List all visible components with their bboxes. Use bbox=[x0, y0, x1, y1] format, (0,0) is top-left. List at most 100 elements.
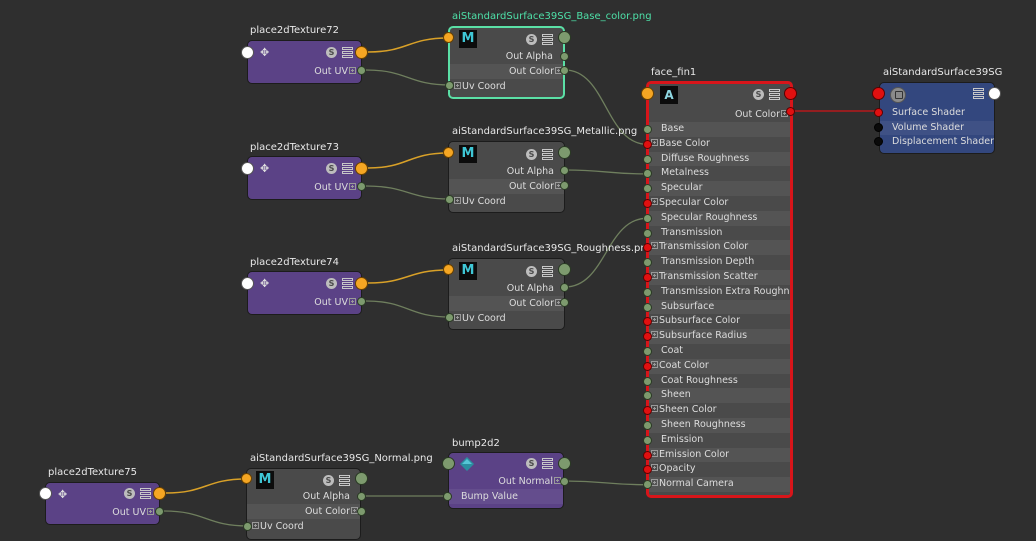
swatch-icon[interactable]: S bbox=[323, 475, 334, 486]
attribute-row[interactable]: Surface Shader bbox=[880, 106, 994, 121]
out-color-port[interactable] bbox=[786, 107, 795, 116]
out-uv-port[interactable] bbox=[155, 507, 164, 516]
expand-icon[interactable] bbox=[651, 316, 658, 324]
attribute-input-port[interactable] bbox=[643, 154, 652, 164]
wire-uv74[interactable] bbox=[365, 300, 451, 318]
swatch-icon[interactable]: S bbox=[326, 163, 337, 174]
attribute-input-port[interactable] bbox=[643, 361, 652, 371]
attribute-input-port[interactable] bbox=[643, 480, 652, 490]
input-port[interactable] bbox=[241, 473, 252, 484]
attribute-row[interactable]: Transmission Scatter bbox=[649, 269, 790, 285]
expand-icon[interactable] bbox=[651, 405, 658, 413]
output-port[interactable] bbox=[355, 46, 368, 59]
node-place2dtexture72[interactable]: ✥ S Out UV bbox=[247, 40, 362, 84]
swatch-icon[interactable]: S bbox=[526, 34, 537, 45]
input-port[interactable] bbox=[39, 487, 52, 500]
attribute-row[interactable]: Opacity bbox=[649, 462, 790, 477]
attribute-row[interactable]: Subsurface Color bbox=[649, 314, 790, 329]
out-color-port[interactable] bbox=[560, 298, 569, 307]
out-uv-port[interactable] bbox=[357, 66, 366, 75]
input-port[interactable] bbox=[241, 277, 254, 290]
attribute-menu-icon[interactable] bbox=[342, 163, 353, 174]
attribute-input-port[interactable] bbox=[643, 450, 652, 460]
node-file-metallic[interactable]: M S Out Alpha Out Color Uv Coord bbox=[448, 141, 565, 213]
attribute-input-port[interactable] bbox=[643, 228, 652, 238]
out-alpha-port[interactable] bbox=[560, 166, 569, 175]
wire-place72-to-file[interactable] bbox=[367, 37, 449, 53]
input-port[interactable] bbox=[443, 264, 454, 275]
attribute-menu-icon[interactable] bbox=[342, 278, 353, 289]
wire-uv72[interactable] bbox=[365, 69, 451, 86]
attribute-input-port[interactable] bbox=[643, 406, 652, 416]
attribute-menu-icon[interactable] bbox=[140, 488, 151, 499]
swatch-icon[interactable]: S bbox=[526, 458, 537, 469]
attribute-input-port[interactable] bbox=[643, 139, 652, 149]
attribute-input-port[interactable] bbox=[643, 287, 652, 297]
attribute-input-port[interactable] bbox=[643, 302, 652, 312]
attribute-input-port[interactable] bbox=[643, 213, 652, 223]
attribute-menu-icon[interactable] bbox=[542, 34, 553, 45]
attribute-row[interactable]: Sheen Color bbox=[649, 403, 790, 418]
node-place2dtexture73[interactable]: ✥ S Out UV bbox=[247, 156, 362, 200]
expand-icon[interactable] bbox=[651, 464, 658, 472]
expand-icon[interactable] bbox=[349, 67, 356, 74]
output-port[interactable] bbox=[355, 162, 368, 175]
expand-icon[interactable] bbox=[651, 197, 658, 205]
input-port[interactable] bbox=[641, 87, 654, 100]
output-port[interactable] bbox=[558, 263, 571, 276]
attribute-row[interactable]: Volume Shader bbox=[880, 120, 994, 135]
swatch-icon[interactable]: S bbox=[753, 89, 764, 100]
attribute-input-port[interactable] bbox=[643, 169, 652, 179]
wire-uv75[interactable] bbox=[163, 510, 249, 527]
attribute-row[interactable]: Transmission Extra Roughness bbox=[649, 285, 790, 300]
attribute-row[interactable]: Specular Roughness bbox=[649, 210, 790, 226]
expand-icon[interactable] bbox=[454, 82, 461, 89]
attribute-input-port[interactable] bbox=[643, 435, 652, 445]
swatch-icon[interactable]: S bbox=[326, 278, 337, 289]
input-port[interactable] bbox=[241, 46, 254, 59]
wire-place73-to-file[interactable] bbox=[367, 152, 449, 169]
out-uv-port[interactable] bbox=[357, 182, 366, 191]
attribute-menu-icon[interactable] bbox=[342, 47, 353, 58]
attribute-row[interactable]: Emission bbox=[649, 433, 790, 448]
out-alpha-port[interactable] bbox=[560, 283, 569, 292]
input-port[interactable] bbox=[443, 32, 454, 43]
wire-uv73[interactable] bbox=[365, 185, 451, 200]
swatch-icon[interactable]: S bbox=[124, 488, 135, 499]
swatch-icon[interactable]: S bbox=[526, 149, 537, 160]
expand-icon[interactable] bbox=[349, 298, 356, 305]
attribute-row[interactable]: Coat Color bbox=[649, 358, 790, 374]
attribute-menu-icon[interactable] bbox=[542, 458, 553, 469]
attribute-menu-icon[interactable] bbox=[542, 266, 553, 277]
attribute-row[interactable]: Subsurface Radius bbox=[649, 329, 790, 344]
wire-place75-to-file[interactable] bbox=[165, 478, 247, 494]
swatch-icon[interactable]: S bbox=[326, 47, 337, 58]
wire-place74-to-file[interactable] bbox=[367, 269, 449, 284]
attribute-input-port[interactable] bbox=[874, 122, 883, 132]
expand-icon[interactable] bbox=[651, 449, 658, 457]
input-port[interactable] bbox=[443, 147, 454, 158]
expand-icon[interactable] bbox=[454, 314, 461, 321]
output-port[interactable] bbox=[558, 146, 571, 159]
attribute-row[interactable]: Specular bbox=[649, 181, 790, 196]
attribute-row[interactable]: Subsurface bbox=[649, 299, 790, 315]
attribute-input-port[interactable] bbox=[643, 273, 652, 282]
out-color-port[interactable] bbox=[357, 507, 366, 516]
output-port[interactable] bbox=[988, 87, 1001, 100]
attribute-row[interactable]: Base bbox=[649, 122, 790, 137]
node-bump2d2[interactable]: S Out Normal Bump Value bbox=[448, 452, 564, 509]
expand-icon[interactable] bbox=[651, 479, 658, 487]
output-port[interactable] bbox=[784, 87, 797, 100]
expand-icon[interactable] bbox=[252, 522, 259, 529]
wire-bump-to-normal-camera[interactable] bbox=[564, 480, 648, 486]
attribute-row[interactable]: Coat bbox=[649, 344, 790, 359]
attribute-menu-icon[interactable] bbox=[973, 88, 984, 99]
uv-coord-port[interactable] bbox=[445, 313, 454, 322]
attribute-input-port[interactable] bbox=[643, 465, 652, 475]
wire-metalness[interactable] bbox=[564, 169, 648, 175]
attribute-row[interactable]: Normal Camera bbox=[649, 477, 790, 492]
output-port[interactable] bbox=[355, 277, 368, 290]
attribute-input-port[interactable] bbox=[643, 421, 652, 430]
input-port[interactable] bbox=[872, 87, 885, 100]
